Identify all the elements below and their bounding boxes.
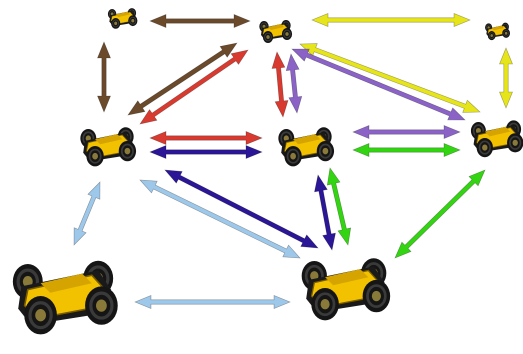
front-right-wheel [85,286,118,325]
link-arrow-purple-robot-top-center-to-robot-mid-center [285,53,303,114]
links-layer [73,13,513,309]
robot-top-right [485,22,510,41]
link-arrow-purple-robot-mid-center-to-robot-mid-right [352,125,461,139]
link-arrow-lightblue-robot-bottom-left-to-robot-bottom-center [134,295,291,309]
front-left-wheel [262,31,274,43]
front-right-wheel [362,279,391,313]
link-arrow-red-robot-top-center-to-robot-mid-left [139,49,249,125]
top-plate [268,24,284,30]
link-arrow-yellow-robot-top-right-to-robot-mid-right [499,47,513,109]
link-arrow-red-robot-top-center-to-robot-mid-center [271,51,289,118]
top-plate [293,134,321,145]
link-arrow-brown-robot-top-left-to-robot-mid-left [97,41,111,113]
link-arrow-purple-robot-top-center-to-robot-mid-right [291,48,466,121]
top-plate [95,134,123,145]
link-arrow-red-robot-mid-left-to-robot-mid-center [149,131,263,145]
robot-mid-left [80,127,137,167]
link-arrow-lightblue-robot-mid-left-to-robot-bottom-center [139,179,301,259]
front-left-wheel [476,138,493,158]
link-arrow-indigo-robot-mid-left-to-robot-mid-center [149,145,263,159]
front-left-wheel [86,146,104,167]
robot-bottom-center [301,258,391,321]
front-left-wheel [111,18,121,29]
link-arrow-brown-robot-top-center-to-robot-mid-left [127,42,238,116]
robot-bottom-left [12,260,118,335]
front-right-wheel [507,133,523,153]
top-plate [491,25,504,31]
top-plate [115,11,131,18]
link-arrow-yellow-robot-top-center-to-robot-mid-right [299,43,481,113]
robot-top-center [259,20,293,43]
link-arrow-green-robot-mid-right-to-robot-bottom-center [394,169,486,259]
robot-mid-center [278,127,335,167]
front-left-wheel [24,296,57,335]
front-left-wheel [487,31,496,41]
front-left-wheel [284,146,302,167]
front-right-wheel [502,28,510,38]
link-arrow-brown-robot-top-left-to-robot-top-center [149,14,251,28]
front-left-wheel [311,288,339,321]
link-arrow-lightblue-robot-mid-left-to-robot-bottom-left [73,181,101,246]
link-arrow-yellow-robot-top-center-to-robot-top-right [311,13,471,27]
top-plate [40,273,92,293]
link-arrow-indigo-robot-mid-left-to-robot-bottom-center [164,169,319,249]
front-right-wheel [281,28,293,40]
front-right-wheel [316,140,335,162]
nodes-layer [12,8,523,335]
link-arrow-green-robot-mid-center-to-robot-mid-right [352,143,461,157]
front-right-wheel [128,15,138,27]
top-plate [325,269,369,286]
robot-mid-right [470,120,523,158]
front-right-wheel [118,140,137,162]
top-plate [484,126,511,137]
robot-top-left [107,8,138,29]
link-arrow-indigo-robot-mid-center-to-robot-bottom-center [314,174,336,251]
link-arrow-green-robot-mid-center-to-robot-bottom-center [326,167,352,246]
